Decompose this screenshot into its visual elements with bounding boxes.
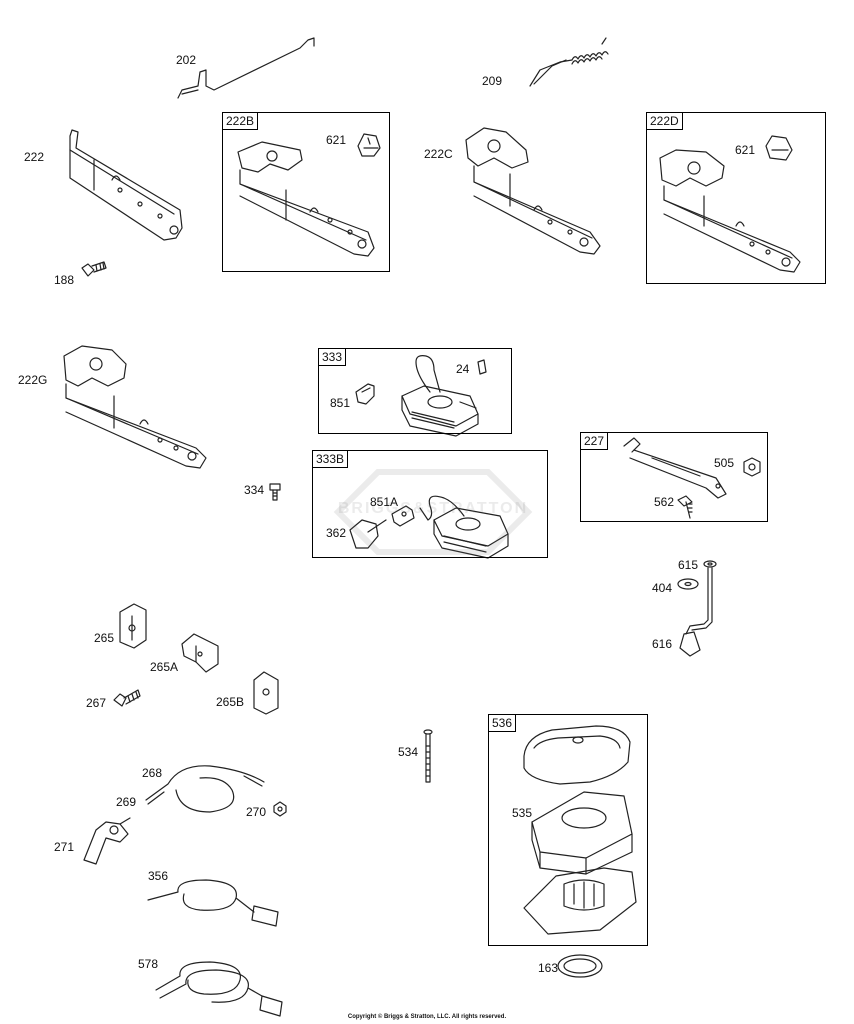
group-box-222B: [222, 112, 390, 272]
part-label-265A: 265A: [150, 660, 179, 674]
part-label-269: 269: [116, 795, 137, 809]
part-label-505: 505: [714, 456, 735, 470]
group-box-333: [318, 348, 512, 434]
nut-270-drawing: [273, 801, 287, 817]
part-label-268: 268: [142, 766, 163, 780]
group-label-333: 333: [318, 348, 347, 366]
lever-227-drawing: [623, 437, 727, 499]
part-label-615: 615: [678, 558, 699, 572]
washer-404-drawing: [677, 578, 699, 590]
rod-616-drawing: [679, 567, 713, 657]
cable-268-drawing: [145, 765, 265, 813]
part-label-202: 202: [176, 53, 197, 67]
part-label-188: 188: [54, 273, 75, 287]
bracket-265A-drawing: [181, 633, 219, 673]
washer-615-drawing: [703, 560, 717, 568]
governor-link-202-drawing: [177, 37, 315, 99]
part-label-222: 222: [24, 150, 45, 164]
part-label-24: 24: [456, 362, 470, 376]
air-filter-535-drawing: [531, 791, 633, 875]
lever-271-drawing: [83, 817, 131, 865]
part-label-265B: 265B: [216, 695, 245, 709]
control-bracket-222D-drawing: [659, 149, 801, 273]
screw-188-drawing: [81, 261, 107, 277]
part-label-851A: 851A: [370, 495, 399, 509]
part-label-267: 267: [86, 696, 107, 710]
governor-spring-209-drawing: [529, 37, 609, 87]
part-label-265: 265: [94, 631, 115, 645]
group-box-333B: [312, 450, 548, 558]
part-label-222G: 222G: [18, 373, 48, 387]
part-label-621-b: 621: [735, 143, 756, 157]
wire-356-drawing: [147, 879, 279, 927]
screw-334-drawing: [269, 483, 281, 501]
part-label-578: 578: [138, 957, 159, 971]
ignition-armature-333-drawing: [401, 355, 479, 437]
part-label-534: 534: [398, 745, 419, 759]
air-cleaner-cover-drawing: [523, 725, 631, 785]
nut-505-drawing: [743, 457, 761, 477]
control-bracket-222-drawing: [69, 129, 183, 241]
group-label-536: 536: [488, 714, 517, 732]
terminal-362-drawing: [349, 519, 387, 549]
group-label-333B: 333B: [312, 450, 349, 468]
part-label-535: 535: [512, 806, 533, 820]
brand-watermark: BRIGGS&STRATTON: [337, 500, 529, 517]
gasket-163-drawing: [557, 954, 603, 978]
screw-267-drawing: [113, 689, 141, 707]
group-label-222D: 222D: [646, 112, 683, 130]
part-label-334: 334: [244, 483, 265, 497]
bracket-265-drawing: [119, 603, 147, 649]
control-bracket-222C-drawing: [465, 127, 601, 255]
group-label-227: 227: [580, 432, 609, 450]
clip-621-drawing-2: [765, 135, 793, 161]
air-cleaner-base-drawing: [523, 867, 637, 935]
ignition-armature-333B-drawing: [419, 495, 509, 559]
connector-851A-drawing: [391, 505, 415, 527]
group-box-227: [580, 432, 768, 522]
screw-562-drawing: [677, 495, 693, 519]
group-box-536: [488, 714, 648, 946]
part-label-362: 362: [326, 526, 347, 540]
brand-watermark-shape: [333, 469, 533, 555]
part-label-562: 562: [654, 495, 675, 509]
group-box-222D: [646, 112, 826, 284]
control-bracket-222G-drawing: [63, 345, 207, 469]
part-label-270: 270: [246, 805, 267, 819]
part-label-851: 851: [330, 396, 351, 410]
part-label-163: 163: [538, 961, 559, 975]
part-label-209: 209: [482, 74, 503, 88]
group-label-222B: 222B: [222, 112, 259, 130]
clip-851-drawing: [355, 383, 375, 405]
stud-534-drawing: [423, 729, 433, 783]
clip-621-drawing: [357, 133, 381, 157]
part-label-271: 271: [54, 840, 75, 854]
copyright-notice: Copyright © Briggs & Stratton, LLC. All …: [347, 1014, 507, 1020]
part-label-404: 404: [652, 581, 673, 595]
bracket-265B-drawing: [253, 671, 279, 715]
part-label-616: 616: [652, 637, 673, 651]
control-bracket-222B-drawing: [237, 141, 375, 257]
part-label-222C: 222C: [424, 147, 453, 161]
pin-24-drawing: [477, 359, 487, 375]
wire-578-drawing: [155, 961, 283, 1017]
part-label-356: 356: [148, 869, 169, 883]
part-label-621: 621: [326, 133, 347, 147]
